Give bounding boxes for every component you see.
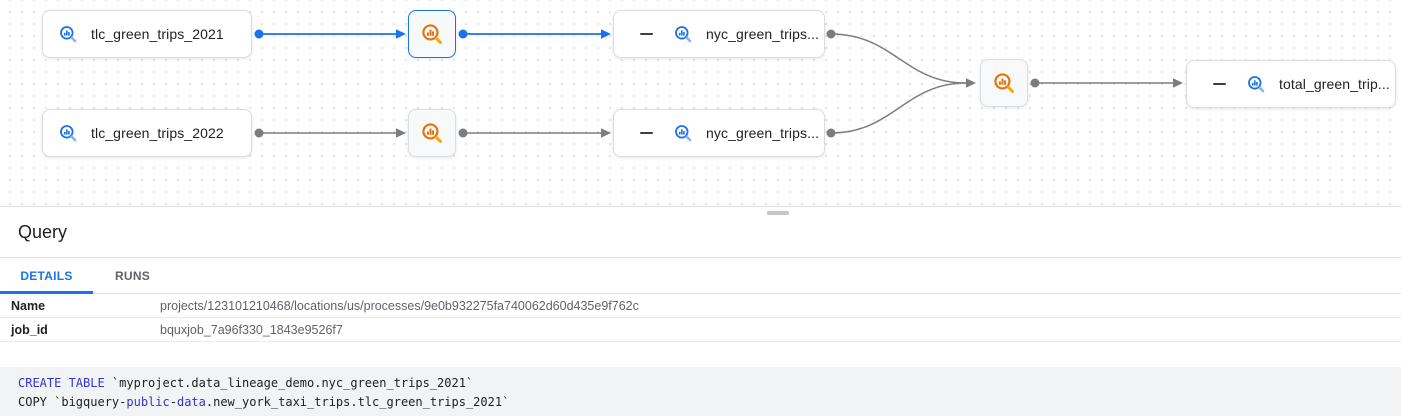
panel-resize-handle[interactable] (767, 211, 789, 215)
node-process-merge[interactable] (980, 59, 1028, 107)
sql-keyword: data (176, 394, 206, 409)
bigquery-table-icon (59, 25, 78, 44)
lineage-edges-canvas (254, 29, 1183, 138)
tab-details[interactable]: DETAILS (0, 258, 93, 294)
bigquery-table-icon (674, 25, 693, 44)
node-process-2[interactable] (408, 109, 456, 157)
bigquery-table-icon (674, 124, 693, 143)
sql-keyword: CREATE TABLE (18, 376, 105, 390)
detail-value: bquxjob_7a96f330_1843e9526f7 (160, 322, 343, 337)
sql-text: COPY `bigquery- (18, 394, 127, 409)
detail-row-job-id: job_id bquxjob_7a96f330_1843e9526f7 (0, 318, 1401, 342)
sql-text: .new_york_taxi_trips.tlc_green_trips_202… (205, 394, 510, 409)
node-label: tlc_green_trips_2021 (91, 26, 224, 42)
details-panel: Query DETAILS RUNS Name projects/1231012… (0, 207, 1401, 416)
sql-line-2: COPY `bigquery-public-data.new_york_taxi… (18, 393, 1401, 412)
detail-value: projects/123101210468/locations/us/proce… (160, 298, 639, 313)
node-nyc-green-trips-2021[interactable]: nyc_green_trips... (613, 10, 825, 58)
sql-code-block[interactable]: CREATE TABLE `myproject.data_lineage_dem… (0, 367, 1401, 416)
node-label: tlc_green_trips_2022 (91, 125, 224, 141)
node-label: nyc_green_trips... (706, 26, 820, 42)
node-label: nyc_green_trips... (706, 125, 820, 141)
collapse-minus-icon[interactable] (640, 131, 653, 135)
detail-label: Name (11, 298, 46, 313)
bigquery-process-icon (421, 23, 444, 46)
node-total-green-trips[interactable]: total_green_trip... (1186, 60, 1396, 108)
collapse-minus-icon[interactable] (640, 32, 653, 36)
bigquery-table-icon (1247, 75, 1266, 94)
bigquery-table-icon (59, 124, 78, 143)
bigquery-process-icon (993, 72, 1016, 95)
bigquery-process-icon (421, 122, 444, 145)
panel-title: Query (18, 221, 68, 242)
sql-text: `myproject.data_lineage_demo.nyc_green_t… (104, 376, 474, 390)
panel-gap (0, 342, 1401, 367)
sql-line-1: CREATE TABLE `myproject.data_lineage_dem… (18, 374, 1401, 393)
tab-runs[interactable]: RUNS (114, 268, 150, 283)
collapse-minus-icon[interactable] (1213, 82, 1226, 86)
panel-tabs: DETAILS RUNS (0, 258, 1401, 294)
node-process-selected[interactable] (408, 10, 456, 58)
node-nyc-green-trips-2022[interactable]: nyc_green_trips... (613, 109, 825, 157)
node-tlc-green-trips-2022[interactable]: tlc_green_trips_2022 (42, 109, 252, 157)
detail-label: job_id (11, 322, 48, 337)
sql-text: - (169, 394, 177, 409)
detail-row-name: Name projects/123101210468/locations/us/… (0, 294, 1401, 318)
sql-keyword: public (126, 394, 170, 409)
node-label: total_green_trip... (1279, 76, 1390, 92)
lineage-graph-canvas[interactable]: tlc_green_trips_2021 nyc_green_tr (0, 0, 1401, 207)
node-tlc-green-trips-2021[interactable]: tlc_green_trips_2021 (42, 10, 252, 58)
panel-header: Query (0, 207, 1401, 258)
